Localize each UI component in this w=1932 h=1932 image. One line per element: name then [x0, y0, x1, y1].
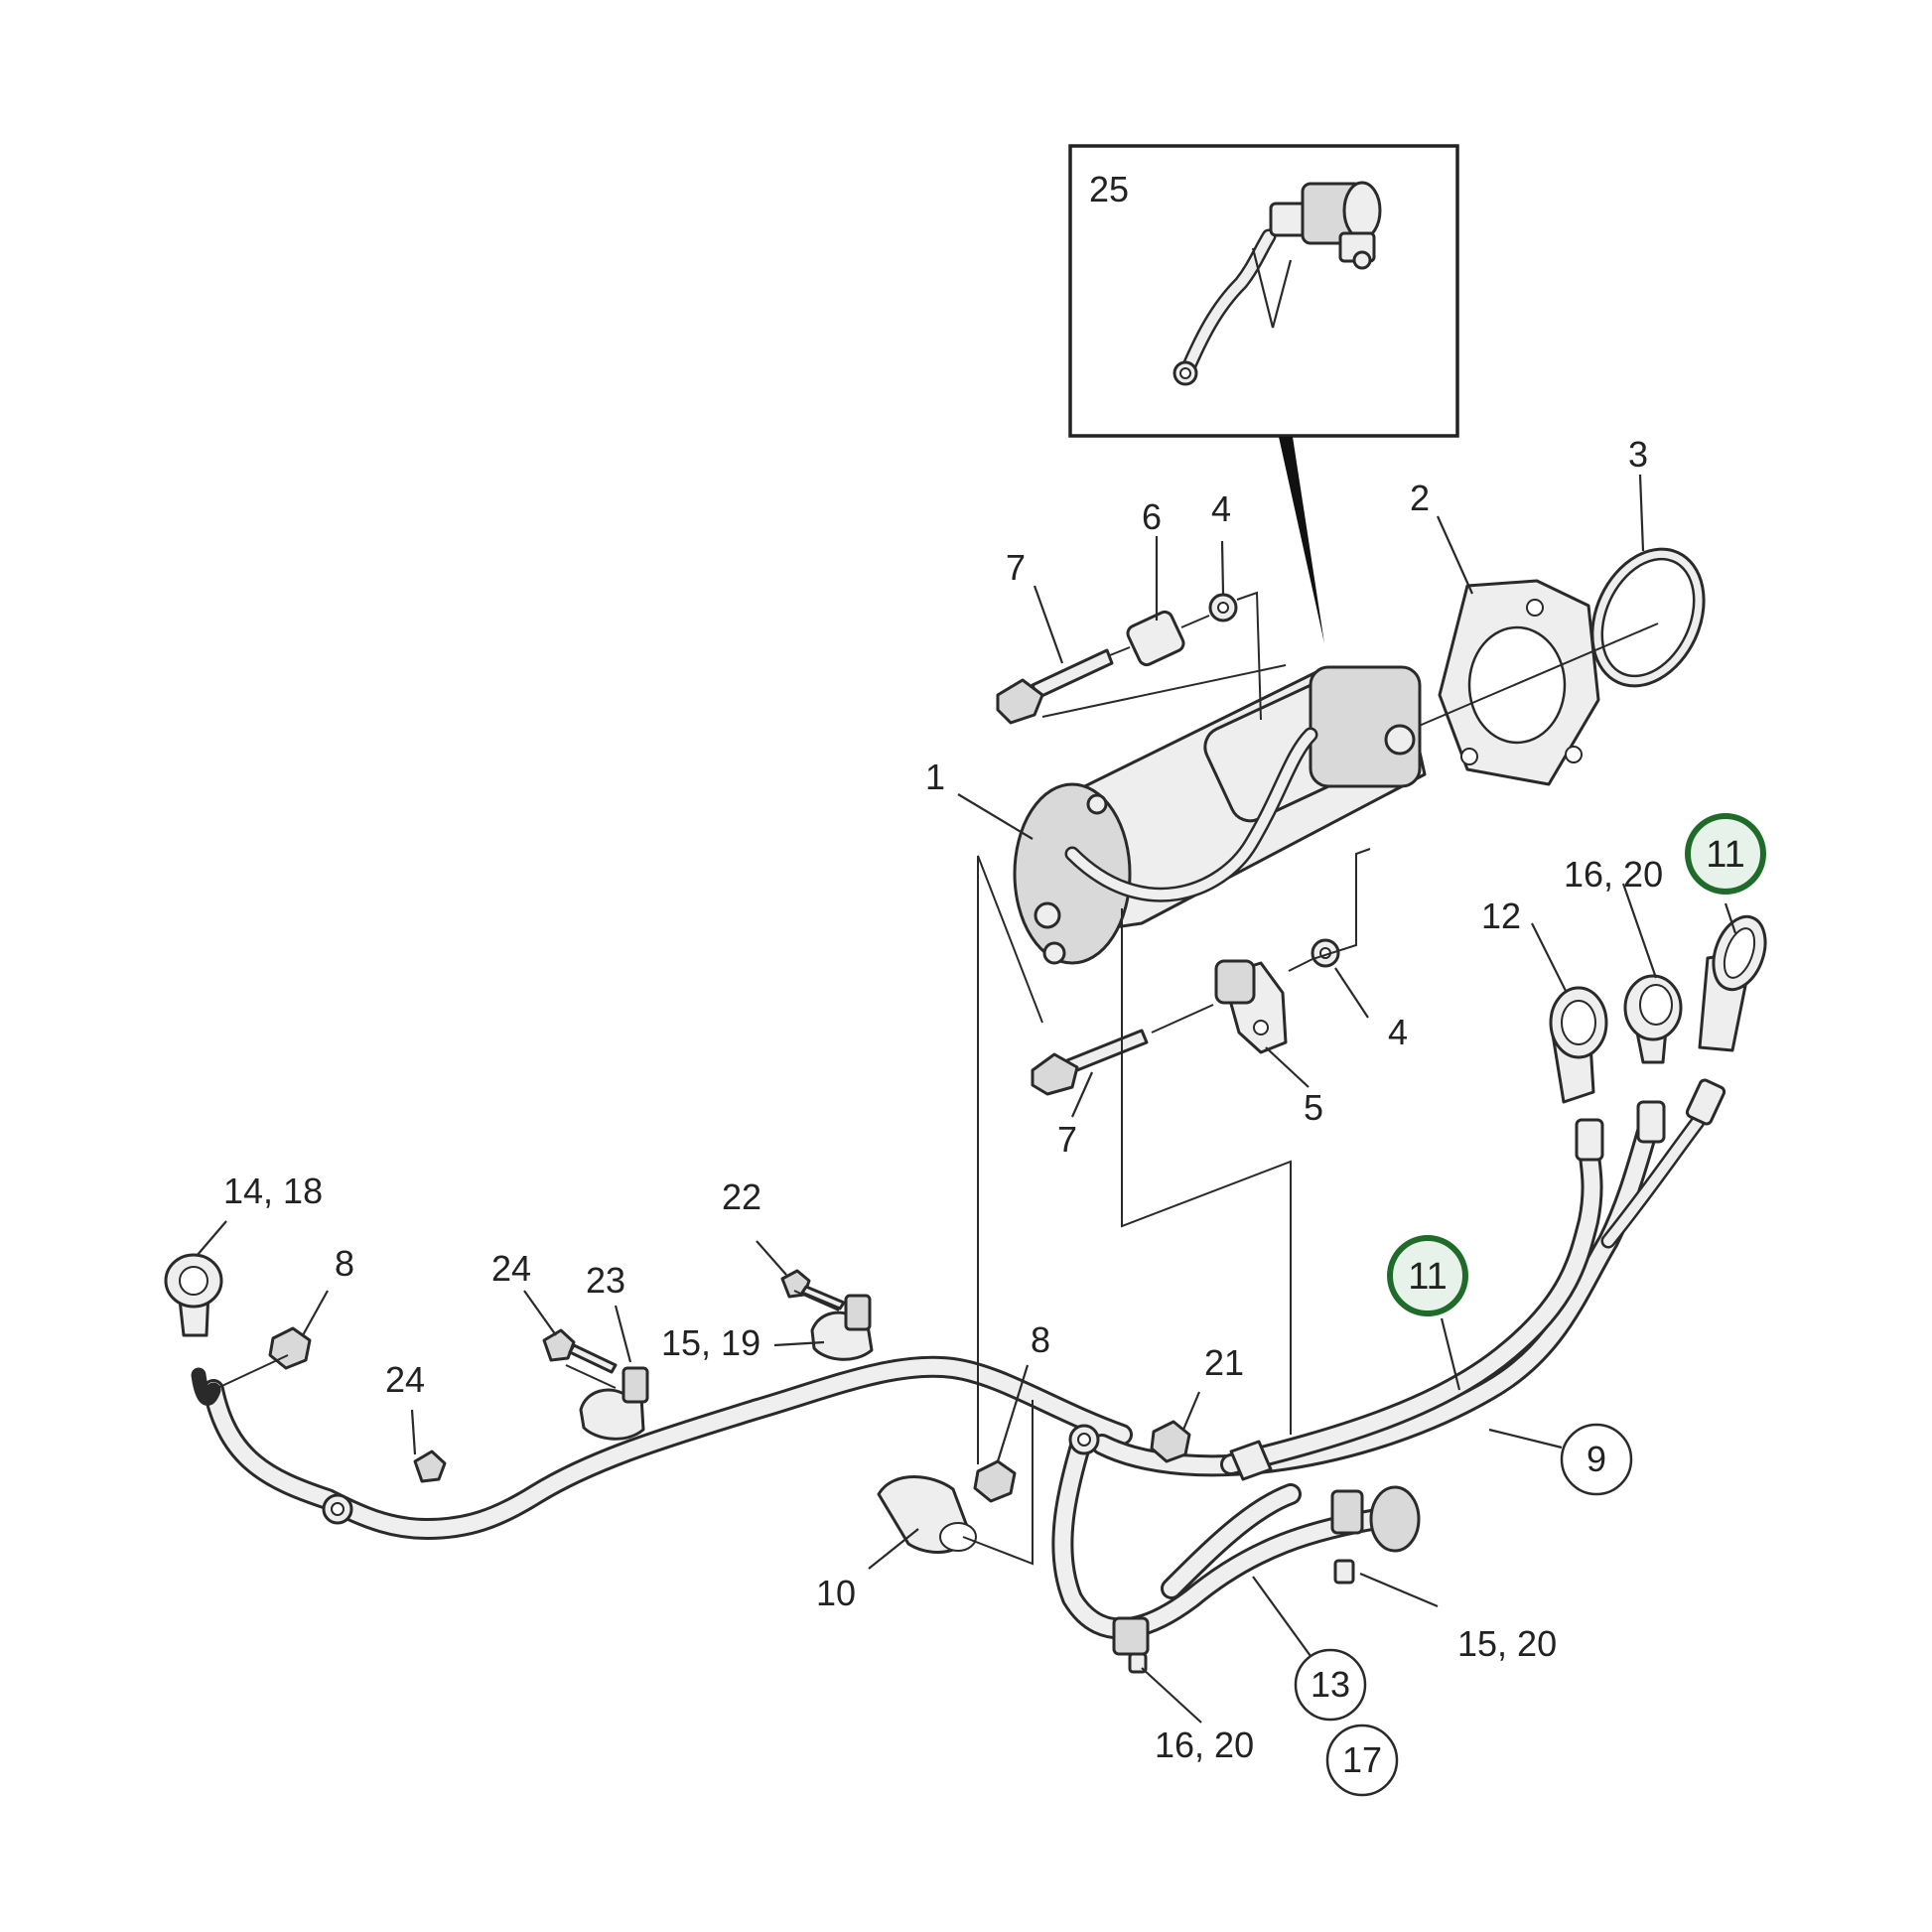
cable-end-cap	[1369, 1485, 1421, 1553]
callout-1: 1	[925, 757, 945, 797]
callout-5: 5	[1304, 1087, 1323, 1128]
callout-11-mid-text: 11	[1408, 1256, 1447, 1298]
routing-guide-1	[977, 855, 1043, 1464]
terminal-boot-16-20	[1623, 974, 1683, 1064]
cable-eyelet	[322, 1424, 1100, 1525]
callout-8-left: 8	[335, 1243, 354, 1284]
upper-spacer	[1126, 610, 1185, 667]
cable-lug	[1575, 1118, 1604, 1162]
stud-guide-line	[1041, 664, 1287, 718]
callout-11-right-text: 11	[1706, 834, 1744, 876]
upper-fastener-guides	[1109, 591, 1262, 721]
routing-guide-2	[1121, 908, 1292, 1435]
upper-washer	[1208, 593, 1238, 622]
callout-13: 13	[1294, 1648, 1367, 1722]
detail-inset: 25	[1068, 144, 1459, 643]
starter-end-cap	[1013, 782, 1132, 965]
cable-lug	[1636, 1100, 1666, 1144]
cable-terminal-14-18	[164, 1253, 223, 1337]
callout-4-bottom: 4	[1388, 1012, 1408, 1052]
starter-solenoid	[1309, 665, 1422, 788]
routing-guide-3	[962, 1400, 1034, 1566]
callout-14-18: 14, 18	[223, 1171, 323, 1211]
callout-15-20: 15, 20	[1457, 1623, 1557, 1664]
clip-15-20	[1330, 1489, 1364, 1585]
callout-24-top: 24	[491, 1248, 531, 1289]
routing-guide-4	[212, 1290, 840, 1391]
terminal-boot-12	[1549, 986, 1608, 1104]
mount-bracket-21	[1229, 1440, 1273, 1481]
callout-22: 22	[722, 1176, 761, 1217]
callout-17-text: 17	[1342, 1739, 1382, 1780]
cable-lug	[1685, 1078, 1726, 1126]
callout-9: 9	[1560, 1423, 1633, 1496]
callout-9-text: 9	[1587, 1439, 1606, 1479]
callout-21: 21	[1204, 1342, 1244, 1383]
terminal-boot-11	[1698, 914, 1767, 1052]
bracket	[1214, 959, 1288, 1054]
lower-washer	[1311, 938, 1340, 968]
callout-25: 25	[1089, 169, 1129, 209]
callout-13-text: 13	[1311, 1664, 1350, 1705]
callout-12: 12	[1481, 896, 1521, 936]
nut-21	[1150, 1420, 1191, 1463]
inset-pointer	[1279, 437, 1324, 643]
callout-7-top: 7	[1006, 547, 1026, 588]
callout-4-top: 4	[1211, 488, 1231, 529]
upper-bolt	[996, 648, 1114, 725]
starter-motor	[1013, 665, 1427, 965]
clip-15-19	[810, 1294, 874, 1361]
callout-10: 10	[816, 1573, 856, 1613]
callout-3: 3	[1628, 434, 1648, 475]
solenoid-body	[1342, 181, 1382, 240]
callout-16-20-top: 16, 20	[1564, 854, 1663, 895]
cable-harness	[191, 1078, 1726, 1640]
clip-16-20-bottom	[1112, 1616, 1150, 1674]
cable-terminal-10	[877, 1475, 977, 1554]
callout-11-right: 11	[1685, 813, 1766, 895]
callout-17: 17	[1325, 1724, 1399, 1797]
callout-2: 2	[1410, 478, 1430, 518]
callout-23: 23	[586, 1260, 625, 1301]
callout-16-20-bottom: 16, 20	[1155, 1725, 1254, 1765]
lower-bolt	[1031, 1029, 1149, 1096]
bolt-24-left	[542, 1328, 618, 1374]
alignment-line	[1409, 622, 1659, 731]
callout-6: 6	[1142, 496, 1162, 537]
solenoid-harness-detail	[1173, 181, 1382, 386]
lower-fastener-guides	[1151, 848, 1371, 1034]
clip-23	[579, 1366, 649, 1441]
bolt-24-bottom	[413, 1449, 447, 1483]
leader-lines	[196, 474, 1737, 1724]
bolt-22	[780, 1269, 846, 1311]
callout-7-bottom: 7	[1057, 1119, 1077, 1160]
nut-8-mid	[973, 1459, 1017, 1503]
seal-ring	[1590, 547, 1706, 688]
callout-11-mid: 11	[1387, 1235, 1468, 1316]
callout-15-19: 15, 19	[661, 1322, 760, 1363]
callout-24-bottom: 24	[385, 1359, 425, 1400]
callout-8-mid: 8	[1031, 1319, 1050, 1360]
